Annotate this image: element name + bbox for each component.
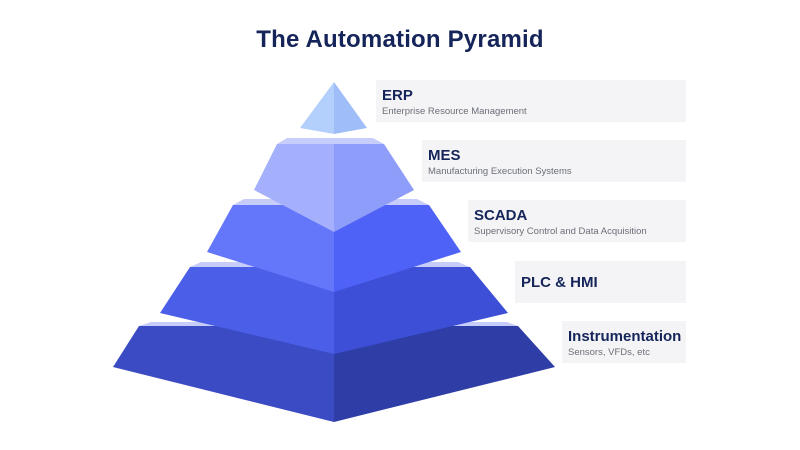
tier-right-mes — [334, 144, 414, 232]
level-name-plc-hmi: PLC & HMI — [521, 274, 598, 291]
level-label-erp: ERP Enterprise Resource Management — [376, 80, 686, 122]
level-name-erp: ERP — [382, 87, 413, 104]
level-label-scada: SCADA Supervisory Control and Data Acqui… — [468, 200, 686, 242]
tier-left-erp — [300, 82, 334, 134]
level-name-instrumentation: Instrumentation — [568, 328, 682, 345]
tier-top-mes — [277, 138, 384, 144]
level-name-mes: MES — [428, 147, 461, 164]
diagram-title: The Automation Pyramid — [256, 26, 544, 53]
level-desc-erp: Enterprise Resource Management — [382, 106, 527, 117]
level-label-plc-hmi: PLC & HMI — [515, 261, 686, 303]
level-label-instrumentation: Instrumentation Sensors, VFDs, etc — [562, 321, 686, 363]
tier-left-instrumentation — [113, 326, 334, 422]
tier-left-plc-hmi — [160, 267, 334, 354]
tier-left-mes — [254, 144, 334, 232]
tier-right-plc-hmi — [334, 267, 508, 354]
level-desc-instrumentation: Sensors, VFDs, etc — [568, 347, 650, 358]
level-desc-scada: Supervisory Control and Data Acquisition — [474, 226, 647, 237]
level-label-mes: MES Manufacturing Execution Systems — [422, 140, 686, 182]
tier-left-scada — [207, 205, 334, 292]
level-name-scada: SCADA — [474, 207, 528, 224]
tier-right-erp — [334, 82, 367, 134]
tier-right-instrumentation — [334, 326, 555, 422]
tier-right-scada — [334, 205, 461, 292]
level-desc-mes: Manufacturing Execution Systems — [428, 166, 572, 177]
